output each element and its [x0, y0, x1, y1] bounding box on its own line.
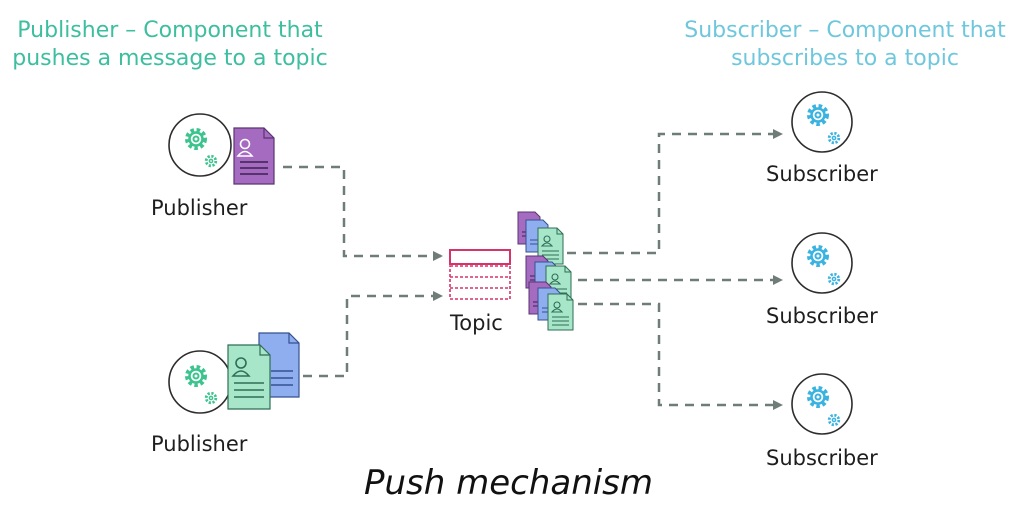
publisher-caption-line-1: Publisher – Component that	[17, 18, 323, 43]
connector-arrows	[283, 129, 783, 410]
arrow-topic-to-subscriber-1	[567, 129, 783, 255]
publisher-1-label: Publisher	[151, 196, 248, 220]
topic-box-icon	[449, 249, 511, 265]
publisher-2-node	[168, 332, 300, 414]
subscriber-caption-line-2: subscribes to a topic	[731, 46, 959, 71]
subscriber-caption-line-1: Subscriber – Component that	[684, 18, 1006, 43]
subscriber-1-node	[791, 91, 853, 153]
arrow-publisher-1-to-topic	[283, 165, 443, 261]
topic-node	[449, 249, 511, 300]
subscriber-2-node	[791, 232, 853, 294]
publisher-1-document-icon	[233, 127, 275, 185]
arrow-publisher-2-to-topic	[303, 291, 443, 378]
subscriber-2-label: Subscriber	[766, 304, 878, 328]
publisher-2-label: Publisher	[151, 432, 248, 456]
publisher-caption-line-2: pushes a message to a topic	[12, 46, 328, 71]
publisher-1-node	[168, 113, 275, 185]
subscriber-3-node	[791, 373, 853, 435]
subscriber-caption: Subscriber – Component that subscribes t…	[675, 17, 1015, 73]
arrow-topic-to-subscriber-3	[578, 302, 783, 410]
diagram-title: Push mechanism	[363, 463, 654, 503]
topic-message-icon	[547, 293, 574, 331]
publisher-2-front-document-icon	[227, 344, 271, 410]
subscriber-1-label: Subscriber	[766, 162, 878, 186]
subscriber-3-label: Subscriber	[766, 446, 878, 470]
topic-label: Topic	[450, 311, 503, 335]
publisher-caption: Publisher – Component that pushes a mess…	[0, 17, 340, 73]
